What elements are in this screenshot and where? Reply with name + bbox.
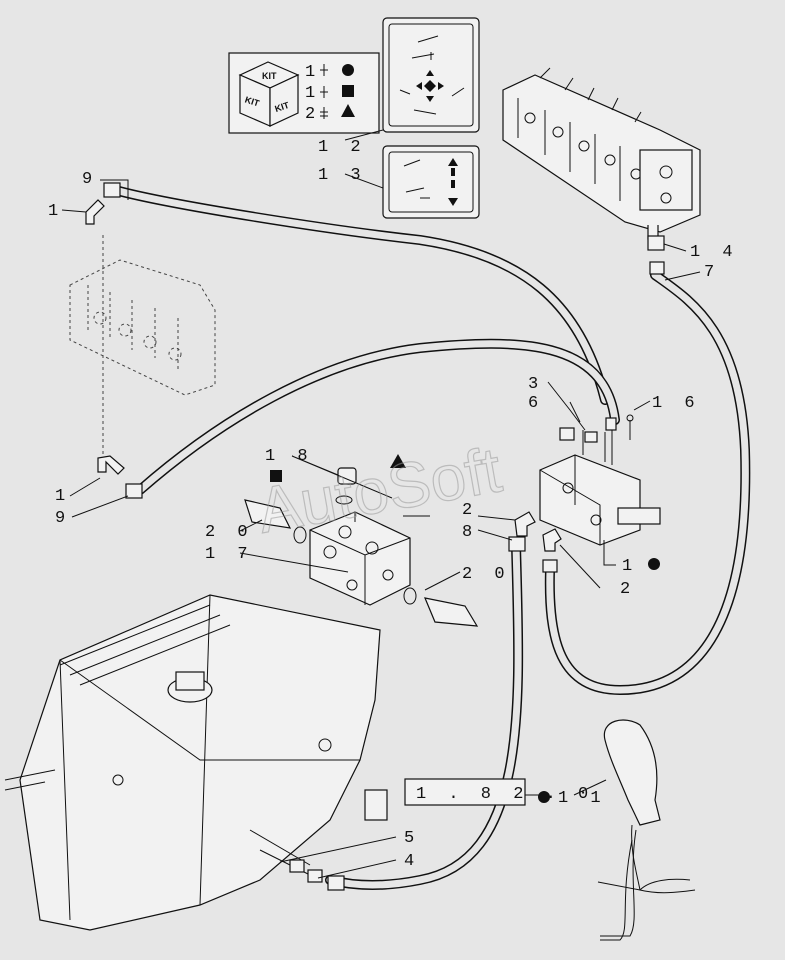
callout-5: 5	[404, 829, 420, 848]
callout-6: 6	[528, 394, 544, 413]
callout-2-upper: 2	[462, 501, 478, 520]
triangle-symbol-icon	[341, 104, 355, 117]
plug-18	[335, 467, 357, 505]
plug-20-right	[403, 587, 479, 627]
adapter-fitting-14	[647, 235, 665, 275]
callout-13: 1 3	[318, 166, 367, 185]
callout-1-top: 1	[48, 202, 64, 221]
elbow-fitting-top	[85, 199, 105, 225]
callout-2-lower: 2	[620, 580, 636, 599]
callout-14: 1 4	[690, 243, 739, 262]
decal-panel-13	[382, 145, 480, 219]
kit-qty-triangle: 2	[305, 105, 321, 124]
callout-1-bottom: 1	[55, 487, 71, 506]
callout-9-bottom: 9	[55, 509, 71, 528]
valve-circle-symbol-icon	[648, 558, 660, 570]
callout-1-valve: 1	[622, 557, 638, 576]
callout-8: 8	[462, 523, 478, 542]
kit-cube-label-right: KIT	[273, 100, 290, 114]
hose-8	[325, 536, 526, 890]
elbow-fitting-2-lower	[542, 528, 562, 573]
callout-7: 7	[704, 263, 720, 282]
kit-cube-label-top: KIT	[262, 71, 277, 81]
tractor-rear-housing	[4, 594, 388, 931]
kit-small-glyphs	[320, 64, 328, 119]
kit-cube-label-left: KIT	[244, 95, 261, 109]
callout-11: 1 1	[558, 789, 607, 808]
callout-3: 3	[528, 375, 544, 394]
control-valve-main	[502, 67, 701, 240]
callout-20-left: 2 0	[205, 523, 254, 542]
callout-4: 4	[404, 852, 420, 871]
callout-17: 1 7	[205, 545, 254, 564]
plug-triangle-symbol-icon	[390, 454, 406, 468]
callout-9-top: 9	[82, 170, 98, 189]
kit-legend-box: KIT KIT KIT 1 1 2	[228, 52, 380, 134]
elbow-fitting-bottom	[97, 455, 125, 475]
elbow-fitting-2-upper	[514, 511, 536, 537]
square-symbol-icon	[342, 85, 354, 97]
kit-qty-circle: 1	[305, 63, 321, 82]
adapter-block-17	[309, 511, 411, 606]
kit-cube-icon: KIT KIT KIT	[238, 61, 300, 127]
kit-qty-square: 1	[305, 84, 321, 103]
joystick-control-11	[597, 719, 696, 941]
callout-20-right: 2 0	[462, 565, 511, 584]
reference-circle-symbol-icon	[538, 791, 550, 803]
selector-valve-body	[539, 414, 661, 546]
callout-18: 1 8	[265, 447, 314, 466]
plug-square-symbol-icon	[270, 470, 282, 482]
hose-9-upper	[103, 182, 610, 405]
callout-12: 1 2	[318, 138, 367, 157]
callout-16: 1 6	[652, 394, 701, 413]
decal-panel-12	[382, 17, 480, 133]
hose-7	[544, 270, 751, 696]
circle-symbol-icon	[342, 64, 354, 76]
fittings-4-5	[289, 859, 345, 891]
plug-20-left	[244, 499, 307, 544]
ghost-control-valve	[69, 235, 216, 455]
hose-9-lower	[125, 338, 620, 499]
leader-lines	[61, 129, 701, 879]
